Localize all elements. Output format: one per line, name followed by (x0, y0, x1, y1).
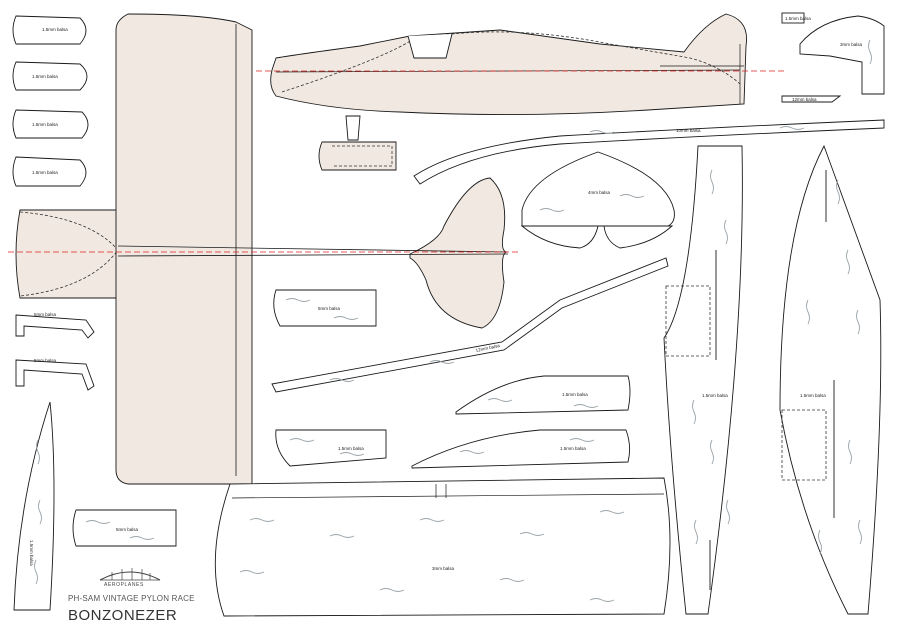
bracket-2-label: 5mm balsa (34, 358, 57, 363)
fin-wedge-2: 1.5mm balsa (275, 429, 387, 467)
former-4-label: 1.5mm balsa (32, 170, 58, 175)
former-4: 1.5mm balsa (12, 156, 87, 187)
cowl-plate: 4mm balsa (520, 151, 675, 249)
wire-bracket-1: 5mm balsa (15, 312, 95, 339)
fin-wedge-3: 1.5mm balsa (411, 429, 631, 469)
centre-block-label: 5mm balsa (318, 306, 341, 311)
rudder-label: 3mm balsa (840, 42, 863, 47)
title-block: AEROPLANES PH-SAM VINTAGE PYLON RACE BON… (68, 568, 195, 624)
model-name: BONZONEZER (68, 607, 177, 624)
logo-text: AEROPLANES (104, 582, 144, 588)
model-subtitle: PH-SAM VINTAGE PYLON RACE (68, 594, 195, 603)
tail-wedge-label: 12mm balsa (792, 97, 817, 102)
side-panel-right-label: 1.5mm balsa (800, 393, 826, 398)
former-1-label: 1.5mm balsa (42, 27, 68, 32)
logo: AEROPLANES (99, 568, 161, 588)
wire-bracket-2: 5mm balsa (15, 358, 95, 391)
former-3-label: 1.5mm balsa (32, 122, 58, 127)
former-1: 1.5mm balsa (12, 15, 87, 45)
former-2: 1.5mm balsa (12, 61, 88, 91)
nose-block: 5mm balsa (72, 509, 177, 547)
spar-diagonal-label: 12mm balsa (475, 343, 501, 353)
cowl-label: 4mm balsa (588, 190, 611, 195)
former-3: 1.5mm balsa (12, 109, 89, 139)
label-tag-small: 1.5mm balsa (781, 12, 811, 24)
stabilizer (15, 209, 119, 299)
nose-block-label: 5mm balsa (116, 527, 139, 532)
fin-wedge-1: 1.5mm balsa (455, 375, 631, 415)
main-wing (115, 13, 253, 485)
spar-top-label: 10mm balsa (676, 128, 701, 133)
spar-strip-top: 10mm balsa (413, 119, 885, 185)
rudder: 3mm balsa (799, 15, 885, 95)
pylon (318, 115, 397, 171)
tag-small-label: 1.5mm balsa (785, 16, 811, 21)
spar-strip-diagonal: 12mm balsa (271, 257, 669, 393)
fuselage-side (256, 13, 784, 116)
fin-wedge-3-label: 1.5mm balsa (560, 446, 586, 451)
fuselage-top (8, 177, 520, 329)
bottom-sheet: 3mm balsa (214, 477, 671, 617)
fin-wedge-2-label: 1.5mm balsa (338, 446, 364, 451)
former-2-label: 1.5mm balsa (32, 74, 58, 79)
strut-left-label: 1.5mm balsa (29, 540, 34, 566)
tail-wedge: 12mm balsa (781, 95, 842, 103)
bottom-sheet-label: 3mm balsa (432, 566, 455, 571)
bracket-1-label: 5mm balsa (34, 312, 57, 317)
fin-wedge-1-label: 1.5mm balsa (562, 392, 588, 397)
side-panel-left: 1.5mm balsa (663, 145, 743, 615)
side-panel-left-label: 1.5mm balsa (702, 393, 728, 398)
centre-block: 5mm balsa (273, 289, 377, 327)
side-panel-right: 1.5mm balsa (779, 144, 882, 615)
strut-left: 1.5mm balsa (13, 401, 55, 611)
